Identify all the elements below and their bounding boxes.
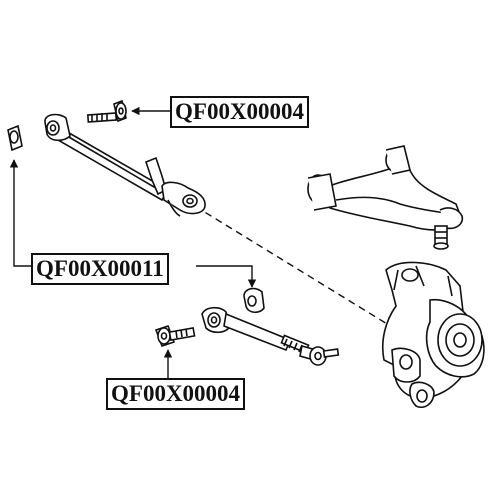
knuckle-hub-assembly: [381, 261, 485, 408]
part-number-label-bottom: QF00X00004: [106, 378, 246, 410]
upper-control-arm: [307, 145, 464, 250]
lower-lateral-link: [201, 306, 340, 366]
upper-lateral-arm: [44, 113, 206, 217]
adjusting-bolt-bottom: [154, 324, 196, 348]
bushing-middle: [243, 287, 265, 314]
part-number-label-top: QF00X00004: [170, 96, 310, 128]
adjusting-bolt-top: [86, 99, 127, 123]
leader-line-middle-left: [9, 159, 33, 267]
isolated-bushing-left: [7, 124, 23, 152]
part-number-label-middle: QF00X00011: [31, 253, 169, 285]
leader-line-middle-right: [196, 265, 257, 288]
alignment-dashed-line: [184, 199, 411, 339]
